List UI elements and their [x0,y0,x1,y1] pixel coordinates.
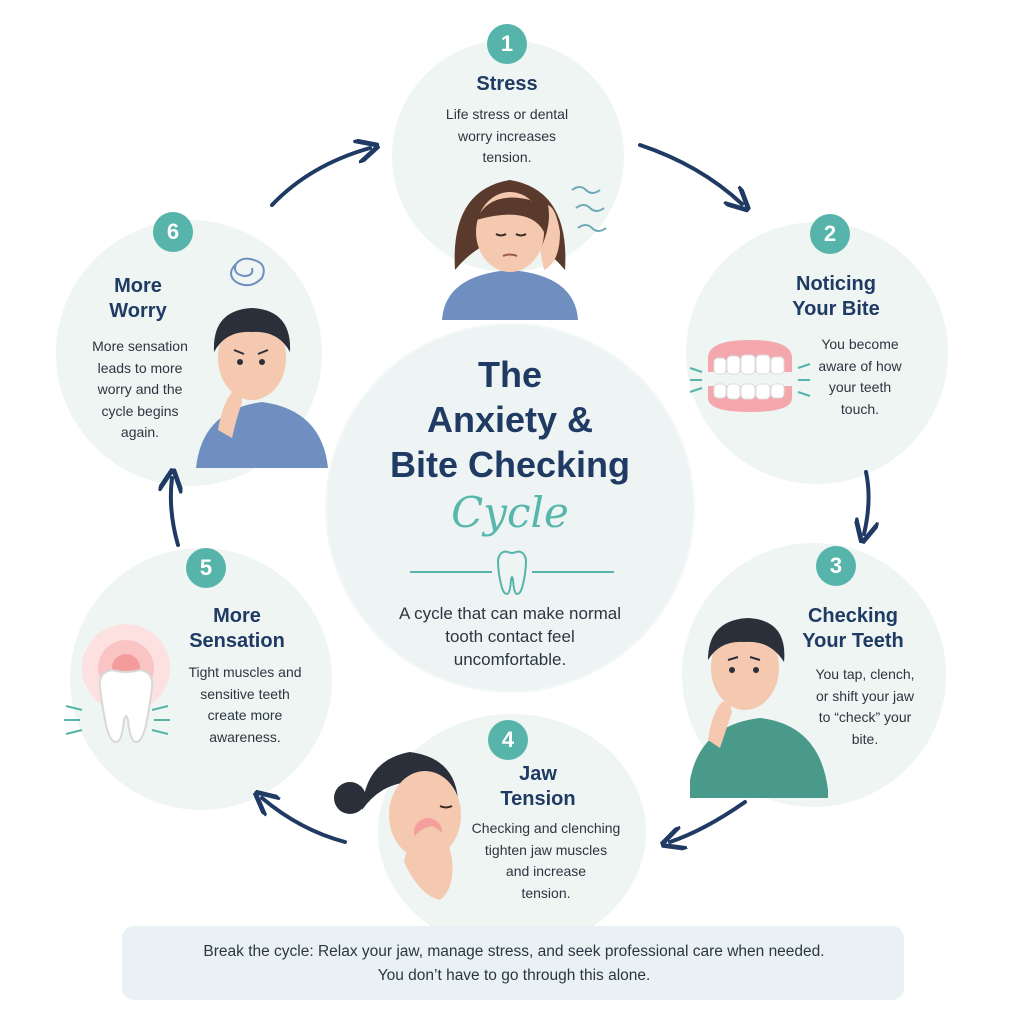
arrow-2-to-3 [864,470,869,534]
step-2-badge: 2 [810,214,850,254]
step-1-badge: 1 [487,24,527,64]
center-title: The Anxiety & Bite Checking [389,354,631,485]
step-1-title: Stress [476,73,538,95]
arrow-4-to-5 [262,798,347,844]
tooth-divider-icon [410,550,614,596]
step-6-badge: 6 [153,212,193,252]
worried-man-icon [196,257,328,468]
teeth-icon [689,340,811,412]
woman-jaw-pain-icon [334,752,461,900]
step-4-badge: 4 [488,720,528,760]
arrow-1-to-2 [638,143,742,204]
arrow-5-to-6 [171,478,178,547]
step-3-badge: 3 [816,546,856,586]
step-5-badge: 5 [186,548,226,588]
arrow-3-to-4 [670,800,747,842]
man-touching-mouth-icon [690,618,828,798]
center-description: A cycle that can make normal tooth conta… [398,604,622,669]
center-title-script: Cycle [451,488,569,537]
banner-text: Break the cycle: Relax your jaw, manage … [203,943,825,984]
sensitive-tooth-icon [64,624,170,744]
arrow-6-to-1 [270,148,370,207]
center-circle [327,325,693,691]
bottom-banner [122,926,904,1000]
stressed-woman-icon [442,180,607,320]
